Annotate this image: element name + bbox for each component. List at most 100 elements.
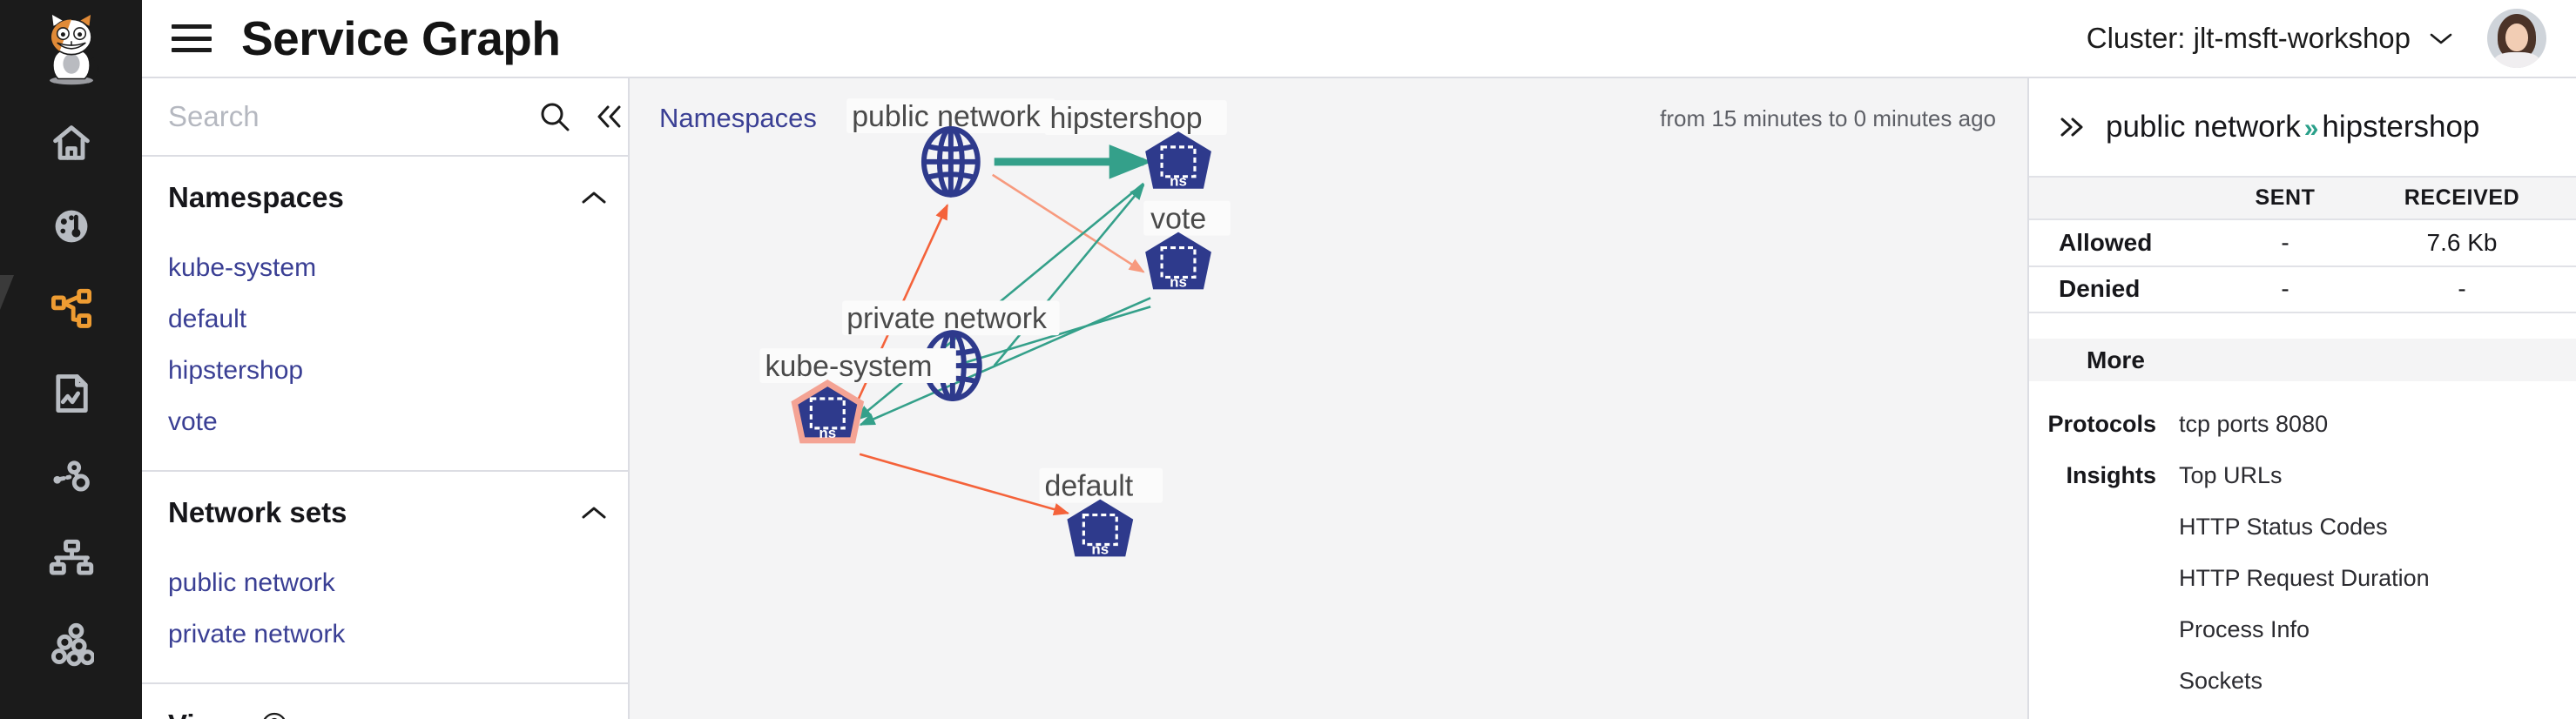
detail-panel-header: public network » hipstershop — [2029, 78, 2576, 176]
graph-nodes: public network — [759, 98, 1231, 558]
rail-item-flow-visualizer[interactable] — [0, 435, 142, 519]
cell-denied-received: - — [2458, 275, 2466, 303]
help-icon[interactable] — [261, 712, 287, 719]
section-network-sets: Network sets public network private netw… — [142, 472, 628, 684]
edge-private-network-hipstershop[interactable] — [993, 184, 1145, 366]
column-header-sent: SENT — [2255, 185, 2316, 211]
namespace-node-icon: ns — [1145, 232, 1211, 290]
top-bar: Service Graph Cluster: jlt-msft-workshop — [142, 0, 2576, 78]
protocols-values: tcp ports 8080 — [2179, 411, 2576, 438]
section-title: Network sets — [168, 496, 347, 528]
rail-item-logs[interactable] — [0, 352, 142, 435]
main-column: Service Graph Cluster: jlt-msft-workshop — [142, 0, 2576, 719]
node-hipstershop[interactable]: hipstershop ns — [1044, 100, 1227, 190]
section-body-network-sets: public network private network — [142, 554, 628, 682]
section-header-network-sets[interactable]: Network sets — [142, 472, 628, 554]
section-views: Views — [142, 684, 628, 719]
column-header-received: RECEIVED — [2404, 185, 2520, 211]
cluster-label: Cluster: jlt-msft-workshop — [2086, 22, 2411, 54]
sidebar: Namespaces kube-system default hipstersh… — [142, 78, 630, 719]
row-label-allowed: Allowed — [2059, 229, 2153, 256]
cluster-selector[interactable]: Cluster: jlt-msft-workshop — [2087, 22, 2452, 55]
sidebar-item-public-network[interactable]: public network — [168, 568, 335, 597]
breadcrumb[interactable]: Namespaces — [659, 103, 817, 133]
graph-edges — [846, 144, 1153, 516]
avatar[interactable] — [2487, 9, 2546, 68]
section-body-namespaces: kube-system default hipstershop vote — [142, 239, 628, 470]
node-label-default: default — [1045, 470, 1134, 503]
rail-item-home[interactable] — [0, 101, 142, 185]
search-button[interactable] — [538, 100, 585, 133]
sidebar-item-kube-system[interactable]: kube-system — [168, 253, 317, 282]
collapse-sidebar-button[interactable] — [592, 103, 636, 131]
protocols-label: Protocols — [2047, 410, 2156, 437]
search-row — [142, 78, 628, 157]
cell-denied-sent: - — [2281, 275, 2289, 303]
body-row: Namespaces kube-system default hipstersh… — [142, 78, 2576, 719]
detail-panel: public network » hipstershop SENT RECEIV… — [2029, 78, 2576, 719]
insight-process-info[interactable]: Process Info — [2179, 615, 2310, 642]
namespace-badge: ns — [1091, 541, 1109, 557]
insight-top-urls[interactable]: Top URLs — [2179, 461, 2283, 488]
detail-table-header: SENT RECEIVED — [2029, 176, 2576, 221]
node-label-kube-system: kube-system — [765, 350, 933, 383]
insights-label: Insights — [2066, 461, 2156, 488]
sidebar-item-default[interactable]: default — [168, 305, 247, 333]
node-kube-system[interactable]: kube-system ns — [759, 348, 956, 444]
node-public-network[interactable]: public network — [846, 98, 1055, 198]
edge-kube-system-default[interactable] — [859, 453, 1070, 516]
rail-item-endpoints[interactable] — [0, 602, 142, 686]
time-range-label: from 15 minutes to 0 minutes ago — [1660, 104, 1996, 131]
icon-rail — [0, 0, 142, 719]
namespace-badge: ns — [1170, 173, 1187, 190]
node-vote[interactable]: vote ns — [1143, 200, 1231, 291]
more-section-header[interactable]: More — [2029, 339, 2576, 381]
hamburger-icon[interactable] — [166, 20, 217, 57]
cell-allowed-received: 7.6 Kb — [2426, 229, 2498, 256]
node-label-vote: vote — [1150, 203, 1206, 236]
insight-http-request-duration[interactable]: HTTP Request Duration — [2179, 564, 2430, 591]
edge-vote-kube-system[interactable] — [859, 297, 1151, 427]
edge-private-network-kube-system[interactable] — [930, 306, 1151, 375]
insight-sockets[interactable]: Sockets — [2179, 667, 2263, 694]
home-icon — [52, 125, 90, 160]
namespace-badge: ns — [1170, 273, 1187, 290]
rail-item-dashboard[interactable] — [0, 185, 142, 268]
detail-title-source[interactable]: public network — [2106, 110, 2301, 144]
protocols-value: tcp ports 8080 — [2179, 410, 2329, 437]
chevron-up-icon — [582, 507, 606, 519]
tigera-cat-logo — [30, 5, 113, 89]
cell-allowed-sent: - — [2281, 229, 2289, 256]
rail-item-list — [0, 101, 142, 686]
insight-http-status-codes[interactable]: HTTP Status Codes — [2179, 513, 2388, 540]
section-title: Namespaces — [168, 181, 344, 213]
rail-item-policies[interactable] — [0, 519, 142, 602]
namespace-badge: ns — [819, 425, 836, 441]
gauge-icon — [55, 210, 87, 243]
section-header-namespaces[interactable]: Namespaces — [142, 157, 628, 239]
section-header-views[interactable]: Views — [142, 684, 628, 719]
sidebar-item-vote[interactable]: vote — [168, 407, 218, 436]
table-row: Allowed - 7.6 Kb — [2029, 220, 2576, 267]
detail-title-separator: » — [2303, 114, 2319, 143]
document-chart-icon — [55, 374, 88, 413]
search-input[interactable] — [168, 100, 538, 133]
chevron-up-icon — [582, 192, 606, 204]
node-default[interactable]: default ns — [1039, 467, 1163, 558]
graph-canvas[interactable]: Namespaces from 15 minutes to 0 minutes … — [630, 78, 2029, 719]
sidebar-item-hipstershop[interactable]: hipstershop — [168, 356, 304, 385]
protocols-row: Protocols tcp ports 8080 — [2029, 411, 2576, 438]
detail-gap — [2029, 313, 2576, 339]
chevron-down-icon — [2430, 33, 2452, 44]
chevron-double-left-icon — [597, 105, 621, 128]
sidebar-item-private-network[interactable]: private network — [168, 620, 346, 648]
page-title: Service Graph — [241, 11, 561, 65]
insights-values: Top URLs HTTP Status Codes HTTP Request … — [2179, 462, 2576, 695]
edge-public-network-vote[interactable] — [992, 173, 1145, 273]
insights-row: Insights Top URLs HTTP Status Codes HTTP… — [2029, 462, 2576, 695]
rail-item-service-graph[interactable] — [0, 268, 142, 352]
chevron-double-right-icon[interactable] — [2059, 116, 2087, 138]
service-graph-icon — [51, 288, 91, 328]
detail-title-target[interactable]: hipstershop — [2322, 110, 2480, 144]
